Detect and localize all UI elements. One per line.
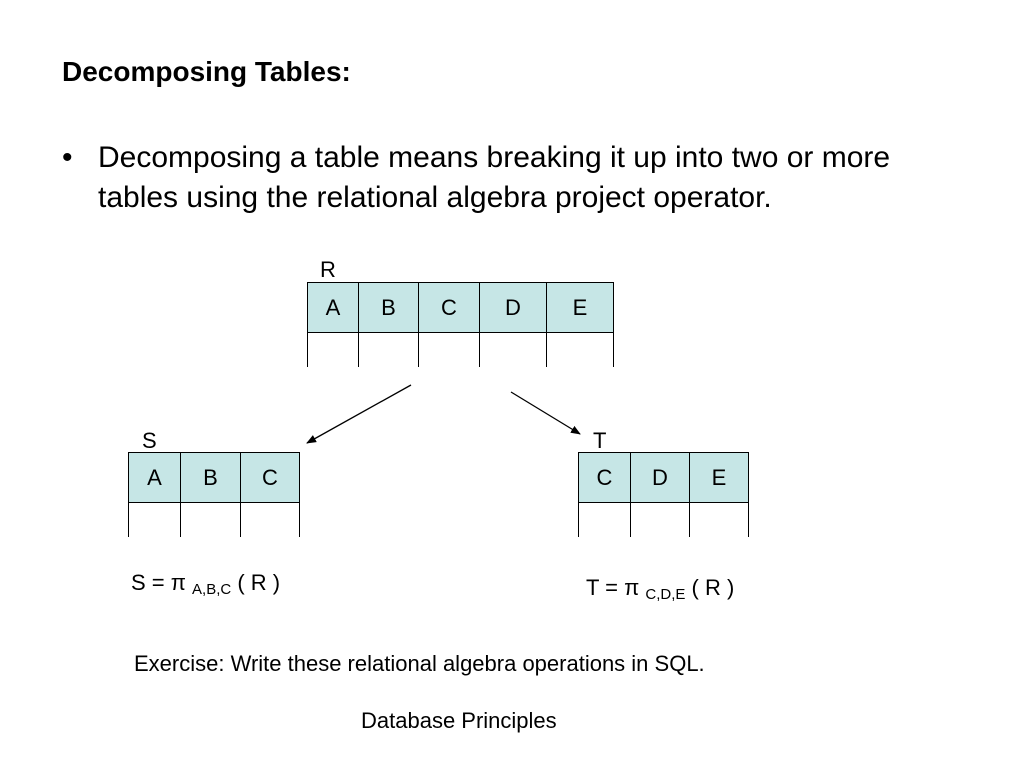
table-r-cell xyxy=(546,332,614,367)
formula-t: T = π C,D,E ( R ) xyxy=(586,575,735,603)
bullet-text: Decomposing a table means breaking it up… xyxy=(98,141,891,214)
formula-s-rhs: ( R ) xyxy=(231,570,281,595)
table-t-label: T xyxy=(593,428,607,453)
table-s-header: A B C xyxy=(128,452,300,503)
column-header-c: C xyxy=(240,452,300,503)
table-s-cell xyxy=(240,502,300,537)
column-header-a: A xyxy=(307,282,359,333)
table-t-header: C D E xyxy=(578,452,749,503)
table-t: C D E xyxy=(578,452,749,537)
column-header-e: E xyxy=(546,282,614,333)
column-header-b: B xyxy=(358,282,419,333)
formula-s-subscript: A,B,C xyxy=(192,581,232,598)
column-header-a: A xyxy=(128,452,181,503)
footer-text: Database Principles xyxy=(361,708,557,733)
column-header-c: C xyxy=(418,282,480,333)
table-t-cell xyxy=(630,502,690,537)
formula-t-lhs: T = π xyxy=(586,575,646,600)
column-header-d: D xyxy=(630,452,690,503)
table-r-header: A B C D E xyxy=(307,282,614,333)
formula-s: S = π A,B,C ( R ) xyxy=(131,570,281,598)
table-r-cell xyxy=(418,332,480,367)
table-r-cell xyxy=(479,332,547,367)
table-r-body-row xyxy=(307,332,614,367)
table-t-cell xyxy=(689,502,749,537)
table-s-label: S xyxy=(142,428,157,453)
column-header-d: D xyxy=(479,282,547,333)
formula-t-subscript: C,D,E xyxy=(645,586,686,603)
table-r: A B C D E xyxy=(307,282,614,367)
table-s-cell xyxy=(128,502,181,537)
arrow-to-s xyxy=(306,384,412,444)
slide-title: Decomposing Tables: xyxy=(62,56,351,87)
column-header-b: B xyxy=(180,452,241,503)
column-header-e: E xyxy=(689,452,749,503)
table-r-label: R xyxy=(320,257,336,282)
table-t-body-row xyxy=(578,502,749,537)
table-s-body-row xyxy=(128,502,300,537)
arrow-to-t xyxy=(510,391,581,435)
formula-t-rhs: ( R ) xyxy=(685,575,735,600)
bullet-marker: • xyxy=(62,141,73,174)
exercise-text: Exercise: Write these relational algebra… xyxy=(134,651,705,676)
table-s: A B C xyxy=(128,452,300,537)
table-t-cell xyxy=(578,502,631,537)
formula-s-lhs: S = π xyxy=(131,570,193,595)
table-s-cell xyxy=(180,502,241,537)
column-header-c: C xyxy=(578,452,631,503)
